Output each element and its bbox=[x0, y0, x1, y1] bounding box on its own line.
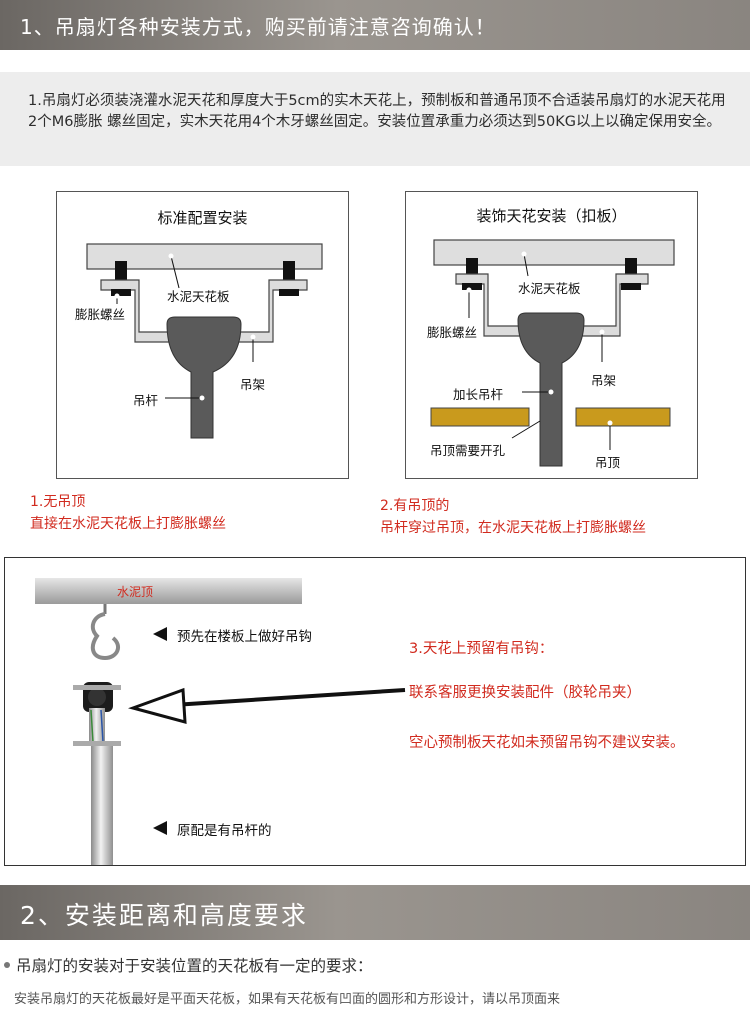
decor-caption-line2: 吊杆穿过吊顶，在水泥天花板上打膨胀螺丝 bbox=[380, 520, 646, 536]
installation-note-text: 1.吊扇灯必须装浇灌水泥天花和厚度大于5cm的实木天花上，预制板和普通吊顶不合适… bbox=[28, 93, 726, 130]
hook-clamp-illustration bbox=[35, 578, 406, 865]
section1-title: 1、吊扇灯各种安装方式，购买前请注意咨询确认！ bbox=[20, 15, 496, 39]
decor-install-diagram: 装饰天花安装（扣板） 水泥天花板 膨胀螺丝 bbox=[405, 191, 698, 479]
installation-note: 1.吊扇灯必须装浇灌水泥天花和厚度大于5cm的实木天花上，预制板和普通吊顶不合适… bbox=[0, 72, 750, 166]
decor-bracket-label: 吊架 bbox=[591, 373, 617, 388]
ceiling-requirement: 吊扇灯的安装对于安装位置的天花板有一定的要求： bbox=[16, 957, 373, 975]
standard-caption: 1.无吊顶 直接在水泥天花板上打膨胀螺丝 bbox=[30, 491, 226, 535]
ceiling-requirement-detail: 安装吊扇灯的天花板最好是平面天花板，如果有天花板有凹面的圆形和方形设计，请以吊顶… bbox=[14, 992, 561, 1007]
section1-header: 1、吊扇灯各种安装方式，购买前请注意咨询确认！ bbox=[0, 0, 750, 50]
decor-rod-label: 加长吊杆 bbox=[453, 387, 504, 402]
section2-header: 2、安装距离和高度要求 bbox=[0, 885, 750, 940]
decor-install-title: 装饰天花安装（扣板） bbox=[476, 207, 627, 225]
decor-bolt-label: 膨胀螺丝 bbox=[427, 325, 478, 340]
standard-bracket-label: 吊架 bbox=[240, 377, 266, 392]
decor-install-illustration bbox=[430, 239, 675, 467]
decor-hole-label: 吊顶需要开孔 bbox=[430, 443, 506, 458]
standard-bolt-label: 膨胀螺丝 bbox=[75, 307, 126, 322]
decor-caption-line1: 2.有吊顶的 bbox=[380, 498, 450, 514]
standard-ceiling-label: 水泥天花板 bbox=[167, 289, 230, 304]
standard-rod-label: 吊杆 bbox=[133, 393, 159, 408]
standard-install-diagram: 标准配置安装 水泥天花板 膨胀螺丝 吊架 吊杆 bbox=[56, 191, 349, 479]
bullet-icon bbox=[4, 962, 10, 968]
hook-section-title: 3.天花上预留有吊钩： bbox=[409, 641, 554, 657]
section2-title: 2、安装距离和高度要求 bbox=[20, 901, 308, 930]
standard-install-illustration bbox=[86, 243, 323, 439]
slab-label: 水泥顶 bbox=[117, 585, 154, 599]
rod-pointer-icon bbox=[153, 821, 167, 835]
hook-warning-note: 空心预制板天花如未预留吊钩不建议安装。 bbox=[409, 735, 685, 751]
hook-contact-note: 联系客服更换安装配件（胶轮吊夹） bbox=[409, 685, 641, 701]
decor-caption: 2.有吊顶的 吊杆穿过吊顶，在水泥天花板上打膨胀螺丝 bbox=[380, 495, 646, 539]
hook-pointer-icon bbox=[153, 627, 167, 641]
hook-install-section: 水泥顶 预先在楼板上做好吊钩 3.天花上预留有吊钩： 联系客服更换安装配件（胶轮… bbox=[4, 557, 746, 866]
standard-install-title: 标准配置安装 bbox=[157, 209, 248, 227]
standard-caption-line2: 直接在水泥天花板上打膨胀螺丝 bbox=[30, 516, 226, 532]
hook-note: 预先在楼板上做好吊钩 bbox=[177, 629, 312, 645]
decor-false-ceiling-label: 吊顶 bbox=[595, 455, 621, 470]
standard-caption-line1: 1.无吊顶 bbox=[30, 494, 86, 510]
decor-ceiling-label: 水泥天花板 bbox=[518, 281, 581, 296]
rod-note: 原配是有吊杆的 bbox=[177, 823, 272, 839]
